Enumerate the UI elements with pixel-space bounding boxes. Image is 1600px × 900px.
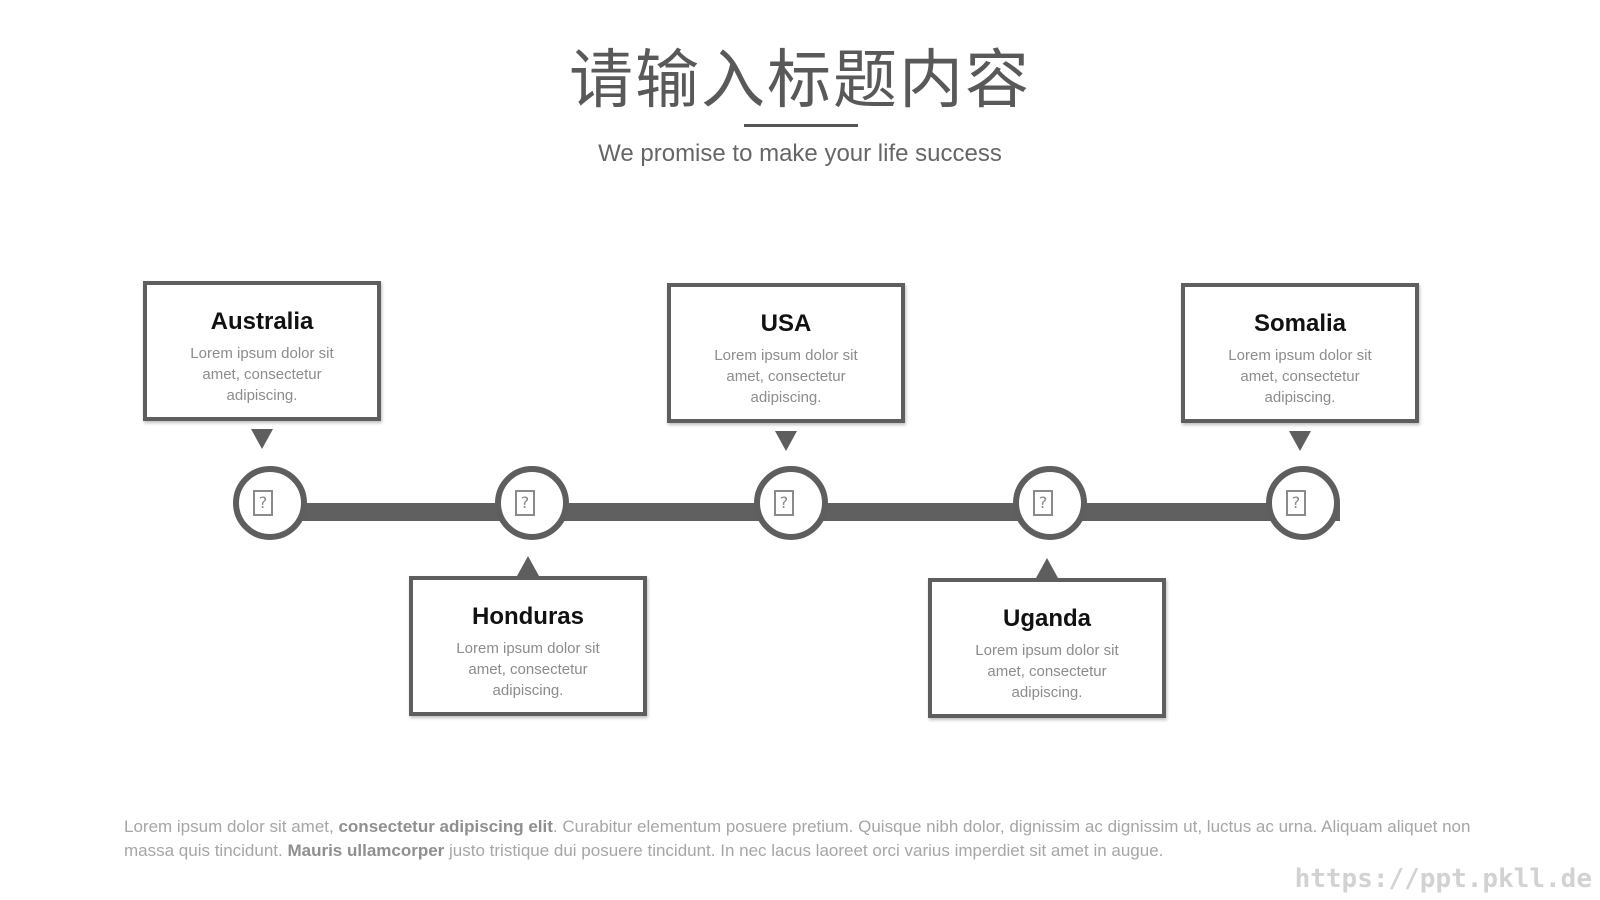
card-text: Lorem ipsum dolor sit amet, consectetur …: [714, 347, 858, 406]
image-placeholder-icon: ?: [515, 490, 535, 516]
footer-text-part: . Curabitur elementum posuere pretium. Q…: [124, 817, 1471, 860]
card-title: USA: [760, 310, 812, 337]
card-text: Lorem ipsum dolor sit amet, consectetur …: [1228, 347, 1372, 406]
card-pointer: [251, 429, 273, 449]
card-pointer: [775, 431, 797, 451]
card-pointer: [1289, 431, 1311, 451]
card-text: Lorem ipsum dolor sit amet, consectetur …: [456, 640, 600, 699]
footer-text-bold: Mauris ullamcorper: [287, 841, 445, 860]
footer-paragraph: Lorem ipsum dolor sit amet, consectetur …: [124, 815, 1484, 863]
timeline-card-usa: USA Lorem ipsum dolor sit amet, consecte…: [667, 283, 905, 423]
watermark: https://ppt.pkll.de: [1294, 864, 1592, 894]
image-placeholder-icon: ?: [774, 490, 794, 516]
card-text: Lorem ipsum dolor sit amet, consectetur …: [190, 345, 334, 404]
timeline-card-uganda: Uganda Lorem ipsum dolor sit amet, conse…: [928, 578, 1166, 718]
image-placeholder-icon: ?: [1033, 490, 1053, 516]
image-placeholder-icon: ?: [1286, 490, 1306, 516]
timeline-node-3: ?: [754, 466, 828, 540]
card-title: Somalia: [1253, 310, 1347, 337]
footer-text-part: justo tristique dui posuere tincidunt. I…: [444, 841, 1164, 860]
card-text: Lorem ipsum dolor sit amet, consectetur …: [975, 642, 1119, 701]
timeline-node-1: ?: [233, 466, 307, 540]
card-title: Honduras: [471, 603, 584, 630]
image-placeholder-icon: ?: [253, 490, 273, 516]
card-pointer: [517, 556, 539, 576]
footer-text-bold: consectetur adipiscing elit: [338, 817, 553, 836]
card-title: Uganda: [1002, 605, 1091, 632]
title-underline: [744, 124, 858, 127]
page-title: 请输入标题内容: [569, 44, 1031, 118]
timeline-card-somalia: Somalia Lorem ipsum dolor sit amet, cons…: [1181, 283, 1419, 423]
card-pointer: [1036, 558, 1058, 578]
footer-text-part: Lorem ipsum dolor sit amet,: [124, 817, 339, 836]
timeline-node-4: ?: [1013, 466, 1087, 540]
timeline-card-honduras: Honduras Lorem ipsum dolor sit amet, con…: [409, 576, 647, 716]
card-title: Australia: [210, 308, 314, 335]
timeline-card-australia: Australia Lorem ipsum dolor sit amet, co…: [143, 281, 381, 421]
timeline-node-2: ?: [495, 466, 569, 540]
timeline-node-5: ?: [1266, 466, 1340, 540]
page-subtitle: We promise to make your life success: [598, 140, 1002, 167]
